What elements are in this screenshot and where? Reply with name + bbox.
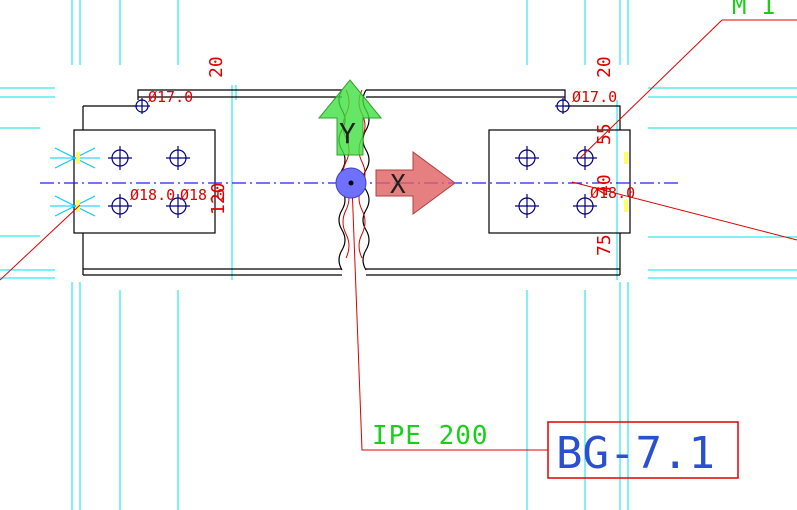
bolt-hole-icon <box>166 146 190 170</box>
bolt-hole-icon <box>555 98 571 114</box>
weld-symbols <box>50 147 100 217</box>
tag-box[interactable]: BG-7.1 <box>547 421 739 479</box>
dim-hole-mid-left: Ø18.0 <box>130 186 175 204</box>
dim-top-right-20: 20 <box>594 56 615 78</box>
bolt-hole-icon <box>573 194 597 218</box>
bolt-hole-icon <box>108 146 132 170</box>
dim-vert-120: 120 <box>208 182 229 215</box>
top-right-label[interactable]: M 1 <box>732 0 775 20</box>
leader-lines <box>0 19 797 451</box>
gizmo-x-label: X <box>390 170 406 200</box>
arrow-right-icon[interactable]: X <box>375 151 456 215</box>
weld-marks <box>76 152 628 212</box>
bolt-hole-icon <box>515 146 539 170</box>
dim-vert-55: 55 <box>594 123 615 145</box>
dim-hole-top-left: Ø17.0 <box>148 88 193 106</box>
bolt-hole-icon <box>515 194 539 218</box>
bolt-hole-icon <box>108 194 132 218</box>
dim-hole-mid-right: Ø18.0 <box>590 184 635 202</box>
origin-dot-icon[interactable] <box>335 167 367 199</box>
dim-vert-40: 40 <box>594 174 615 196</box>
bolt-hole-icon <box>573 146 597 170</box>
gizmo-y-label: Y <box>339 117 356 150</box>
arrow-up-icon[interactable]: Y <box>317 79 383 156</box>
dim-top-left-20: 20 <box>206 56 227 78</box>
bolt-hole-icon <box>134 98 150 114</box>
member-label[interactable]: IPE 200 <box>372 421 489 451</box>
dim-hole-mid-left-b: Ø18.0 <box>180 186 225 204</box>
bolt-hole-icon <box>166 194 190 218</box>
tag-label: BG-7.1 <box>556 428 715 479</box>
dim-hole-top-right: Ø17.0 <box>572 88 617 106</box>
bolt-holes[interactable] <box>108 98 597 218</box>
dim-vert-75: 75 <box>594 234 615 256</box>
dimension-texts: 20 20 Ø17.0 Ø17.0 Ø18.0 Ø18.0 Ø18.0 120 … <box>130 56 635 256</box>
move-gizmo[interactable]: Y X <box>317 79 456 215</box>
